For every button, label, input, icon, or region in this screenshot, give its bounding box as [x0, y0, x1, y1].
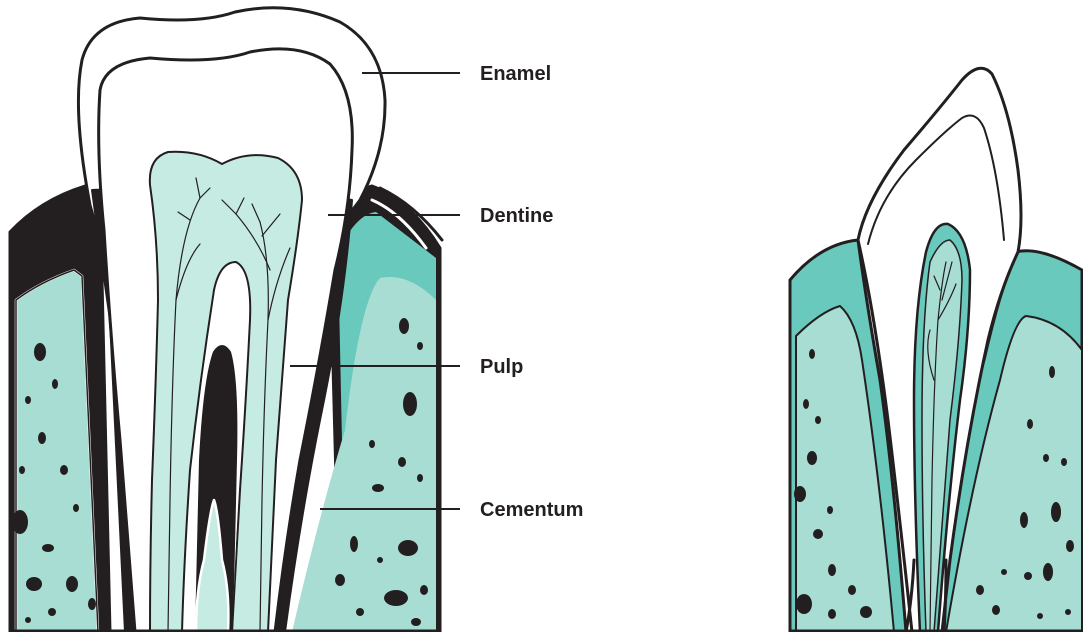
label-dentine: Dentine [480, 205, 553, 227]
label-enamel: Enamel [480, 63, 551, 85]
molar-cross-section [10, 8, 442, 632]
label-pulp: Pulp [480, 356, 523, 378]
incisor-cross-section [790, 68, 1082, 632]
left-bone-block [10, 186, 110, 632]
label-cementum: Cementum [480, 499, 583, 521]
